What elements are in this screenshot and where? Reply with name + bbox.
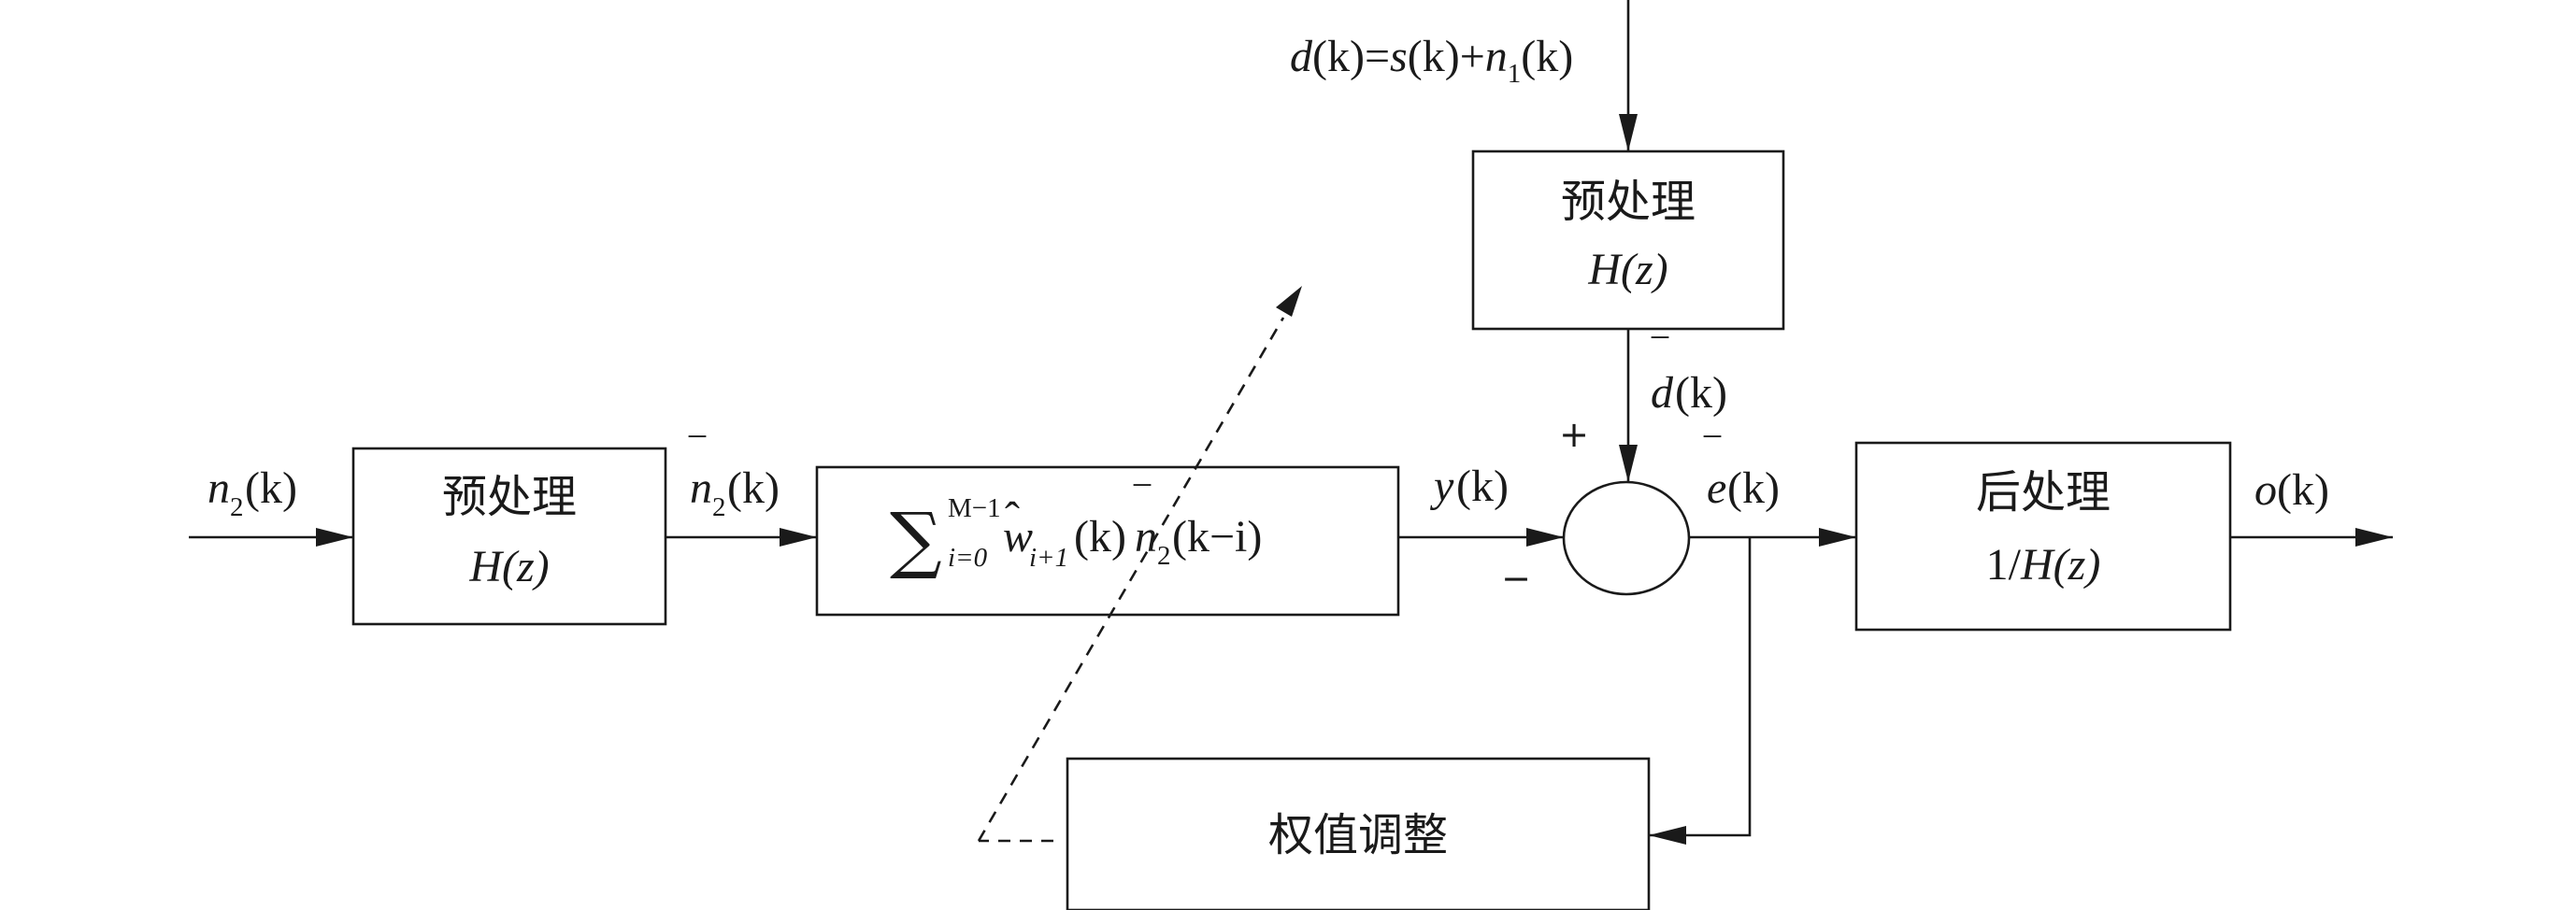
label-dbar: d ‾ (k) (1651, 333, 1727, 418)
n2bar-symbol: n (1135, 512, 1157, 562)
sum-lower-limit: i=0 (948, 543, 988, 573)
error-feedback-arrow (1649, 537, 1752, 845)
label-input-n2: n 2 (k) (208, 463, 297, 522)
summing-junction (1562, 480, 1691, 596)
weight-adjust-title: 权值调整 (1268, 809, 1448, 861)
postprocess-block (1854, 441, 2232, 632)
svg-text:(k): (k) (727, 463, 780, 513)
svg-text:(k): (k) (245, 463, 297, 513)
weight-hat: ˆ (1005, 493, 1020, 543)
weight-symbol: w (1003, 512, 1033, 562)
sum-symbol: ∑ (890, 498, 942, 582)
label-n2bar: n ‾ 2 (k) (688, 432, 780, 522)
filter-formula: ∑ M−1 i=0 w ˆ i+1 (k) n ‾ 2 (k−i) (890, 480, 1262, 582)
svg-text:y: y (1429, 462, 1454, 511)
postprocess-title: 后处理 (1976, 466, 2111, 519)
adaptive-filter-block (815, 465, 1400, 617)
preprocess-block-left (351, 447, 667, 626)
svg-text:‾: ‾ (1703, 432, 1722, 481)
postprocess-func: 1/H(z) (1986, 540, 2101, 590)
svg-text:(k): (k) (1675, 368, 1727, 418)
summer-minus-sign: − (1501, 558, 1531, 599)
label-desired-d: d(k)=s(k)+n1(k) (1290, 32, 1573, 89)
weight-adjust-block (1066, 757, 1651, 910)
svg-text:d: d (1651, 368, 1674, 418)
n2bar-overbar: ‾ (1133, 480, 1152, 530)
svg-text:d(k)=s(k)+n1(k): d(k)=s(k)+n1(k) (1290, 32, 1573, 89)
svg-text:‾: ‾ (1651, 333, 1669, 382)
svg-text:e: e (1707, 463, 1726, 513)
weight-argument: (k) (1074, 512, 1126, 562)
n2bar-argument: (k−i) (1172, 512, 1262, 562)
weight-subscript: i+1 (1029, 543, 1068, 573)
svg-text:n: n (690, 463, 712, 513)
summer-plus-sign: + (1559, 414, 1589, 455)
svg-text:n: n (208, 463, 230, 513)
preprocess-top-title: 预处理 (1561, 176, 1696, 228)
svg-text:‾: ‾ (688, 432, 707, 481)
label-output-o: o (k) (2254, 465, 2329, 515)
label-y: y (k) (1429, 462, 1509, 511)
preprocess-left-title: 预处理 (442, 471, 577, 523)
n2bar-subscript: 2 (1157, 541, 1171, 571)
adaptation-arrow-head (1276, 286, 1302, 317)
svg-text:(k): (k) (1456, 462, 1509, 511)
svg-text:(k): (k) (2277, 465, 2329, 515)
adaptation-dashed-arrow (977, 317, 1285, 842)
preprocess-top-func: H(z) (1587, 245, 1667, 294)
svg-text:(k): (k) (1727, 463, 1780, 513)
svg-text:2: 2 (230, 492, 244, 522)
preprocess-left-func: H(z) (468, 542, 549, 591)
sum-upper-limit: M−1 (948, 493, 1001, 523)
label-ebar: e ‾ (k) (1703, 432, 1780, 513)
svg-text:o: o (2254, 465, 2277, 515)
svg-text:2: 2 (712, 492, 726, 522)
